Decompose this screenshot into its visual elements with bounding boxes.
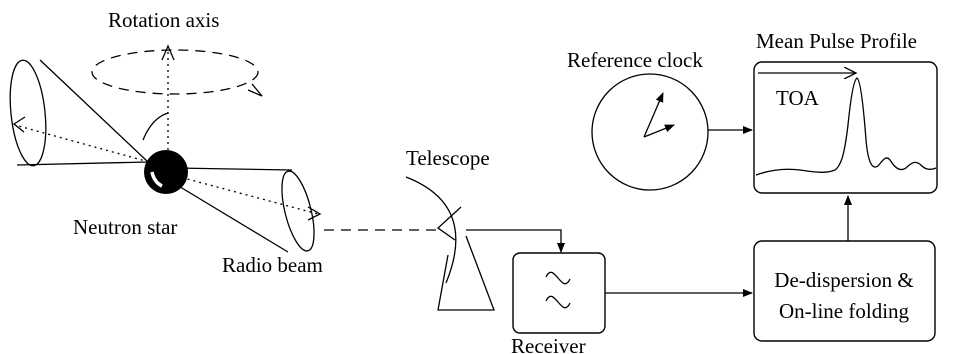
right-beam-arrowhead [307,206,322,221]
telescope-to-receiver-arrow [466,229,565,253]
neutron-star-highlight [150,171,163,188]
mean-pulse-profile-label: Mean Pulse Profile [756,29,917,53]
telescope-mount [437,235,495,311]
dedispersion-box [753,240,936,342]
left-beam-arrowhead [12,116,26,133]
pulse-profile-curve [755,77,937,176]
left-beam-cone-edges [16,59,149,166]
telescope-feed [436,206,462,241]
receiver-label: Receiver [511,334,586,354]
reference-clock [591,73,709,191]
neutron-star [144,150,188,194]
clock-hand-long [643,92,664,138]
rotation-ellipse [91,49,259,95]
clock-face [591,73,709,191]
left-beam-cone-opening [9,59,47,167]
clock-hand-short [643,124,675,138]
dedispersion-label-line1: De-dispersion & [774,268,913,292]
receiver-box [512,252,606,334]
neutron-star-label: Neutron star [73,215,177,239]
telescope-dish [405,176,457,284]
rotation-axis-label: Rotation axis [108,8,219,32]
right-magnetic-axis [175,175,319,215]
reference-clock-label: Reference clock [567,48,703,72]
telescope [405,176,565,311]
receiver-wave-bottom [545,295,571,309]
telescope-label: Telescope [406,146,490,170]
radio-beam-label: Radio beam [222,253,323,277]
inclination-arc [142,112,169,141]
receiver [512,252,606,334]
rotation-direction-arrow [247,83,263,97]
profile-box [753,61,938,194]
dedispersion-label-line2: On-line folding [779,299,910,323]
pulsar-group [9,44,440,253]
receiver-wave-top [545,271,571,285]
rotation-axis-arrowhead [161,44,175,61]
toa-label: TOA [776,86,820,110]
right-beam-cone-edges [171,167,293,253]
left-magnetic-axis [14,124,161,166]
